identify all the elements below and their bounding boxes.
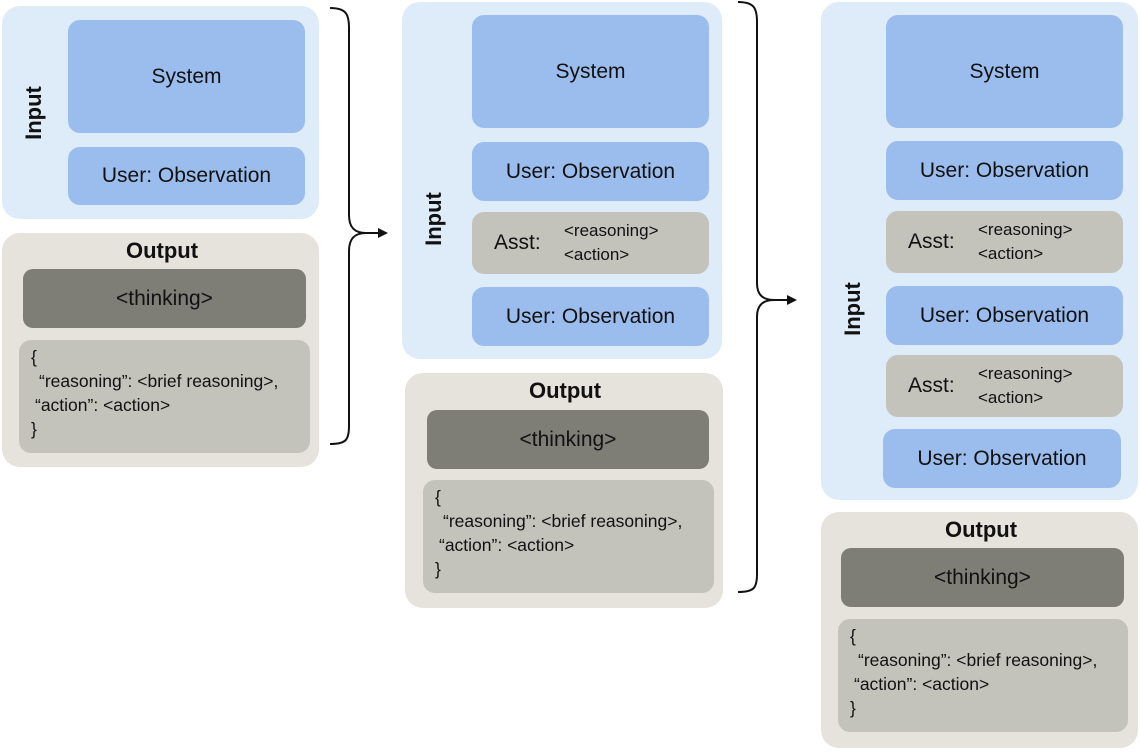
json-open-brace: {: [31, 347, 37, 367]
output-label-2: Output: [528, 378, 602, 403]
json-close-brace: }: [31, 419, 37, 439]
json-reasoning-line: “reasoning”: <brief reasoning>,: [39, 371, 279, 391]
asst-label: Asst:: [908, 230, 955, 253]
json-reasoning-line: “reasoning”: <brief reasoning>,: [858, 650, 1098, 670]
action-tag: <action>: [978, 244, 1044, 263]
json-output-box-3: { “reasoning”: <brief reasoning>, “actio…: [838, 619, 1128, 732]
system-box-3: System: [886, 15, 1123, 128]
asst-tags: <reasoning> <action>: [978, 362, 1073, 410]
asst-box-3a: Asst: <reasoning> <action>: [886, 211, 1123, 273]
user-observation-box-3a: User: Observation: [886, 141, 1123, 200]
thinking-box-3: <thinking>: [841, 548, 1124, 607]
asst-label: Asst:: [908, 374, 955, 397]
output-label-1: Output: [125, 238, 199, 263]
brace-1: [329, 7, 367, 445]
user-observation-box-2b: User: Observation: [472, 287, 709, 346]
thinking-box-2: <thinking>: [427, 410, 709, 469]
asst-label: Asst:: [494, 231, 541, 254]
json-output-box-1: { “reasoning”: <brief reasoning>, “actio…: [19, 340, 310, 453]
user-observation-box-2a: User: Observation: [472, 142, 709, 201]
system-box-1: System: [68, 20, 305, 133]
json-close-brace: }: [435, 559, 441, 579]
json-action-line: “action”: <action>: [439, 535, 575, 555]
thinking-box-1: <thinking>: [23, 269, 306, 328]
reasoning-tag: <reasoning>: [978, 220, 1073, 239]
output-label-3: Output: [944, 517, 1018, 542]
asst-box-2a: Asst: <reasoning> <action>: [472, 212, 709, 274]
json-reasoning-line: “reasoning”: <brief reasoning>,: [443, 511, 683, 531]
user-observation-box-1a: User: Observation: [68, 147, 305, 205]
asst-box-3b: Asst: <reasoning> <action>: [886, 355, 1123, 417]
json-close-brace: }: [850, 698, 856, 718]
system-box-2: System: [472, 15, 709, 128]
json-action-line: “action”: <action>: [35, 395, 171, 415]
asst-tags: <reasoning> <action>: [564, 219, 659, 267]
reasoning-tag: <reasoning>: [564, 221, 659, 240]
reasoning-tag: <reasoning>: [978, 364, 1073, 383]
json-open-brace: {: [435, 487, 441, 507]
asst-tags: <reasoning> <action>: [978, 218, 1073, 266]
json-open-brace: {: [850, 626, 856, 646]
action-tag: <action>: [564, 245, 630, 264]
action-tag: <action>: [978, 388, 1044, 407]
user-observation-box-3b: User: Observation: [886, 286, 1123, 345]
brace-2: [737, 1, 775, 593]
user-observation-box-3c: User: Observation: [883, 429, 1121, 488]
json-output-box-2: { “reasoning”: <brief reasoning>, “actio…: [423, 480, 714, 593]
json-action-line: “action”: <action>: [854, 674, 990, 694]
